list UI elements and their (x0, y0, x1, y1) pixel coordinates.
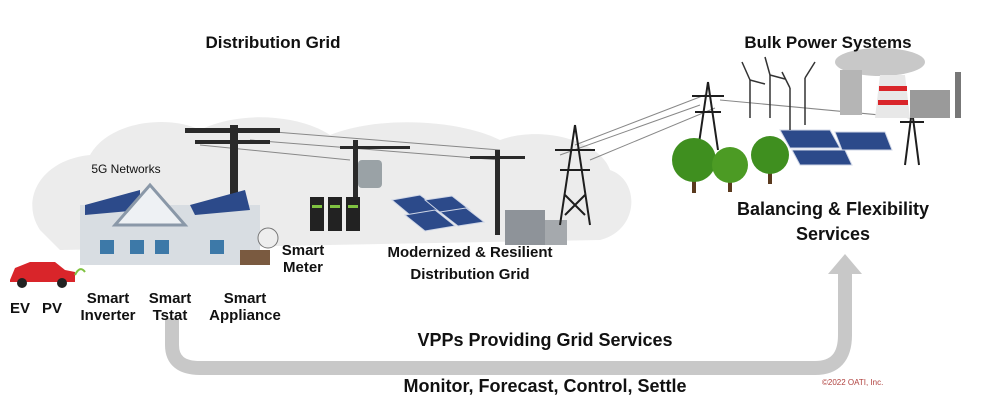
smart-inverter-line1: Smart (86, 290, 130, 307)
monitor-label: Monitor, Forecast, Control, Settle (403, 376, 687, 396)
5g-networks-label: 5G Networks (91, 162, 161, 176)
services-arrow (165, 254, 862, 375)
balancing-line1: Balancing & Flexibility (736, 199, 930, 219)
power-plant-icon (835, 48, 961, 118)
pv-label: PV (41, 300, 63, 317)
modernized-grid-line2: Distribution Grid (410, 265, 530, 283)
smart-appliance-line1: Smart (223, 290, 267, 307)
solar-panels (390, 129, 893, 232)
utility-poles (185, 125, 525, 235)
transmission-lines (199, 94, 913, 161)
trees (672, 136, 789, 193)
ev-car-icon (10, 262, 86, 288)
smart-meter-line1: Smart (281, 242, 325, 259)
substation-icon (505, 210, 545, 245)
transformer-icon (358, 160, 382, 188)
smart-appliance-line2: Appliance (209, 307, 281, 325)
smart-meter-line2: Meter (282, 259, 323, 277)
smart-meter-icon (257, 227, 279, 249)
balancing-line2: Services (795, 224, 871, 245)
smart-home-icon (80, 182, 270, 265)
modernized-grid-line1: Modernized & Resilient (387, 244, 553, 261)
battery-icons (310, 197, 360, 231)
smart-tstat-line1: Smart (148, 290, 192, 307)
wind-turbines (741, 56, 816, 130)
bulk-power-heading: Bulk Power Systems (744, 33, 912, 52)
transmission-towers (555, 81, 924, 226)
vpps-label: VPPs Providing Grid Services (417, 330, 673, 350)
ev-label: EV (9, 300, 31, 317)
smart-tstat-line2: Tstat (152, 307, 188, 325)
distribution-grid-heading: Distribution Grid (205, 33, 341, 52)
smart-inverter-line2: Inverter (80, 307, 136, 325)
copyright-notice: ©2022 OATI, Inc. (822, 378, 884, 387)
